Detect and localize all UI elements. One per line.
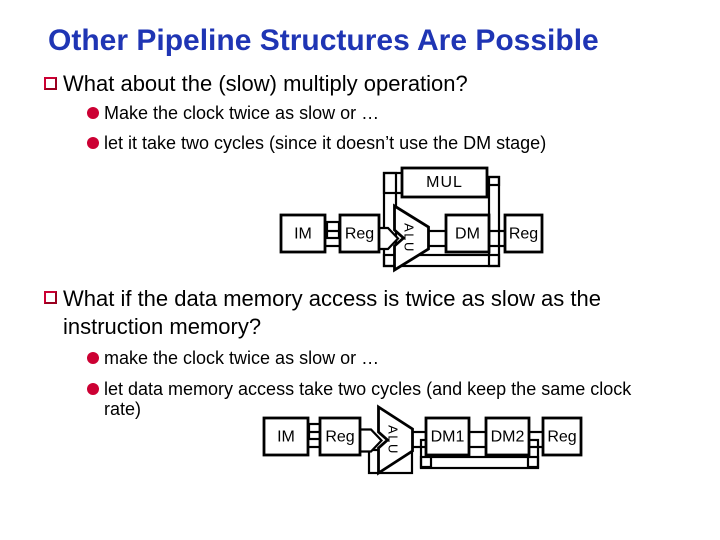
reg-right-box — [541, 416, 583, 457]
bullet-dot-icon — [87, 352, 99, 364]
bullet-square-icon — [44, 291, 57, 304]
bullet-l2-text: make the clock twice as slow or … — [104, 348, 380, 368]
mul-output-riser — [487, 175, 501, 268]
dm-bypass-channel — [419, 455, 540, 470]
bullet-l2-text: let data memory access take two cycles (… — [104, 379, 632, 419]
bullet-dot-icon — [87, 107, 99, 119]
mul-label: MUL — [426, 174, 463, 191]
alu-shape — [377, 404, 414, 476]
alu-label: ALU — [386, 425, 401, 455]
bullet-dot-icon — [87, 137, 99, 149]
reg-left-box — [318, 416, 362, 457]
dm1-label: DM1 — [431, 429, 465, 446]
slow-dm-pipeline-diagram: IM Reg DM1 DM2 Reg ALU — [262, 404, 583, 476]
im-box — [262, 416, 310, 457]
mul-input-stub — [382, 171, 405, 195]
slide-title: Other Pipeline Structures Are Possible — [48, 24, 599, 57]
im-box — [279, 213, 327, 254]
im-label: IM — [294, 226, 312, 243]
dm2-label: DM2 — [491, 429, 525, 446]
dm-box — [444, 213, 491, 254]
bullet-l2-text: Make the clock twice as slow or … — [104, 103, 380, 123]
mul-box — [400, 166, 489, 199]
alu-label: ALU — [402, 223, 417, 253]
multiply-pipeline-diagram: IM Reg MUL DM Reg ALU — [279, 166, 544, 273]
reg-right-label: Reg — [509, 226, 538, 243]
reg-right-box — [503, 213, 544, 254]
alu-shape — [393, 203, 430, 273]
reg-left-label: Reg — [345, 226, 374, 243]
reg-left-label: Reg — [325, 429, 354, 446]
bullet-l1-text: What about the (slow) multiply operation… — [63, 71, 468, 96]
reg-right-label: Reg — [547, 429, 576, 446]
reg-left-box — [338, 213, 381, 254]
dm-label: DM — [455, 226, 480, 243]
dm-bypass-channel — [382, 253, 501, 268]
dm1-box — [424, 416, 471, 457]
bullet-l1-text: What if the data memory access is twice … — [63, 286, 601, 339]
bullet-square-icon — [44, 77, 57, 90]
im-label: IM — [277, 429, 295, 446]
bullet-l2-text: let it take two cycles (since it doesn’t… — [104, 133, 547, 153]
bullet-dot-icon — [87, 383, 99, 395]
dm2-box — [484, 416, 531, 457]
